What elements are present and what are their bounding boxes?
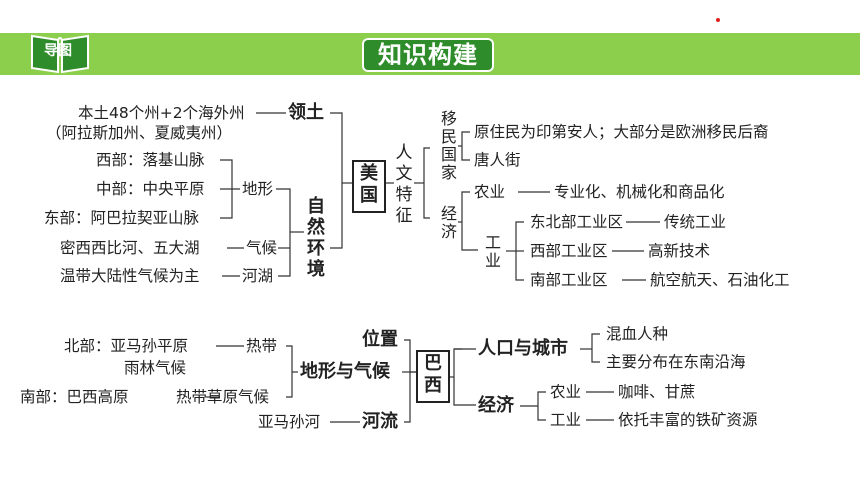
brazil-south-a: 南部：巴西高原 xyxy=(20,388,129,406)
population-item-1: 混血人种 xyxy=(606,325,669,343)
industry-region-s: 南部工业区 xyxy=(530,271,608,289)
brazil-box: 巴西 xyxy=(416,350,450,403)
brazil-agri-label: 农业 xyxy=(550,383,582,401)
brazil-river-label: 河流 xyxy=(362,411,398,432)
immigrant-item-2: 唐人街 xyxy=(474,151,521,169)
terrain-west: 西部：落基山脉 xyxy=(96,151,205,169)
industry-region-ne: 东北部工业区 xyxy=(530,213,624,231)
brazil-north-a: 北部：亚马孙平原 xyxy=(64,337,189,355)
title-badge: 知识构建 xyxy=(362,38,494,72)
population-item-2: 主要分布在东南沿海 xyxy=(606,353,746,371)
brazil-ind: 依托丰富的铁矿资源 xyxy=(618,411,758,429)
terrain-label: 地形 xyxy=(242,180,274,198)
population-label: 人口与城市 xyxy=(478,338,568,359)
brazil-north-b: 热带 xyxy=(246,337,278,355)
terrain-east: 东部：阿巴拉契亚山脉 xyxy=(44,209,200,227)
page-title: 知识构建 xyxy=(378,41,478,69)
territory-line2: （阿拉斯加州、夏威夷州） xyxy=(46,124,233,142)
humanities-label: 人文特征 xyxy=(395,143,413,226)
industry-label: 工业 xyxy=(484,233,501,270)
guide-label: 导图 xyxy=(44,43,72,59)
territory-label: 领土 xyxy=(288,102,324,123)
industry-desc-ne: 传统工业 xyxy=(664,213,727,231)
territory-line1: 本土48个州+2个海外州 xyxy=(78,104,245,122)
climate-text: 密西西比河、五大湖 xyxy=(60,239,200,257)
industry-desc-s: 航空航天、石油化工 xyxy=(650,271,790,289)
brazil-river-name: 亚马孙河 xyxy=(258,413,321,431)
brazil-agri: 咖啡、甘蔗 xyxy=(618,383,696,401)
nature-label: 自然环境 xyxy=(307,196,325,280)
terrain-central: 中部：中央平原 xyxy=(96,180,205,198)
rivers-label: 河湖 xyxy=(242,267,274,285)
immigrant-item-1: 原住民为印第安人；大部分是欧洲移民后裔 xyxy=(474,123,769,141)
economy-label: 经济 xyxy=(440,204,457,241)
brazil-economy-label: 经济 xyxy=(478,395,514,416)
book-icon xyxy=(31,34,89,74)
brazil-terrain-climate-label: 地形与气候 xyxy=(300,361,390,382)
brazil-ind-label: 工业 xyxy=(550,411,582,429)
brazil-south-b: 热带草原气候 xyxy=(176,388,270,406)
usa-box: 美国 xyxy=(352,160,386,213)
red-dot xyxy=(716,18,720,22)
climate-label: 气候 xyxy=(246,239,278,257)
brazil-position: 位置 xyxy=(362,329,398,350)
industry-desc-w: 高新技术 xyxy=(648,242,711,260)
immigrant-label: 移民国家 xyxy=(440,109,457,182)
brazil-north-c: 雨林气候 xyxy=(124,359,187,377)
rivers-text: 温带大陆性气候为主 xyxy=(60,267,200,285)
agriculture-desc: 专业化、机械化和商品化 xyxy=(554,183,725,201)
agriculture-label: 农业 xyxy=(474,183,506,201)
industry-region-w: 西部工业区 xyxy=(530,242,608,260)
